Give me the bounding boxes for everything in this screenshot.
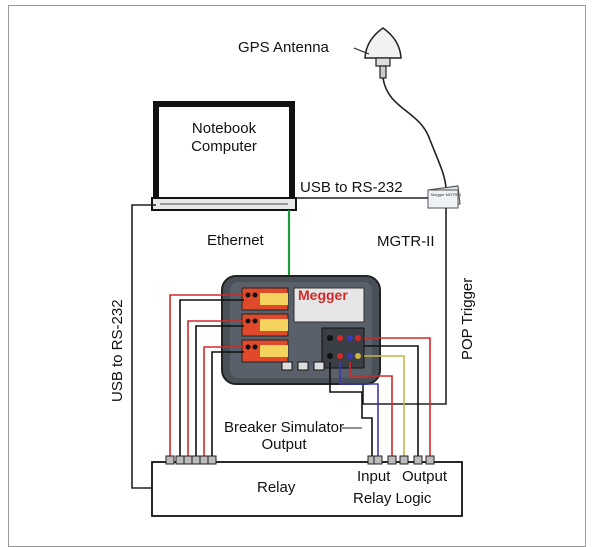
notebook-computer [151,101,297,211]
relay-label: Relay [257,479,296,496]
gps-leader-line [353,47,370,55]
relay-box [151,461,463,517]
logic-leads [329,337,431,460]
usb-rs232-top-label: USB to RS-232 [300,179,403,196]
usb-rs232-left-label: USB to RS-232 [109,299,126,402]
current-voltage-leads [169,294,244,460]
megger-instrument [221,275,381,385]
gps-antenna-label: GPS Antenna [238,39,329,56]
gps-cable [382,77,447,189]
gps-antenna-icon [364,27,402,79]
megger-brand-label: Megger [298,287,348,303]
breaker-label-line1: Breaker Simulator [223,419,345,436]
mgtr-label: MGTR-II [377,233,435,250]
notebook-label-line1: Notebook [191,120,257,137]
input-label: Input [357,468,391,485]
mgtr-brand-label: Megger MGTR-II [431,192,462,197]
mgtr-device [427,185,461,209]
pop-trigger-label: POP Trigger [459,277,476,360]
notebook-label-line2: Computer [191,138,257,155]
relay-logic-label: Relay Logic [353,490,432,507]
output-label: Output [402,468,448,485]
ethernet-label: Ethernet [207,232,264,249]
breaker-simulator-label: Breaker Simulator Output [222,419,346,453]
notebook-label: Notebook Computer [168,120,280,156]
usb-rs232-left-cable [131,204,156,489]
breaker-label-line2: Output [261,435,307,453]
relay-terminals [165,455,435,465]
